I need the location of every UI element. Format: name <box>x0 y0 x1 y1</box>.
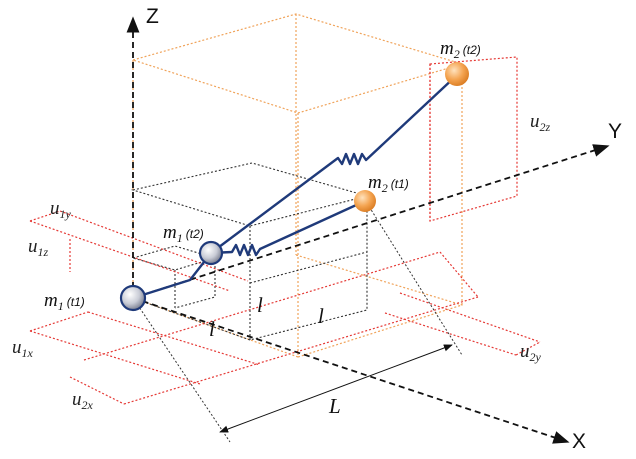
link-t2 <box>209 73 459 255</box>
label-m1-t2: m1(t2) <box>163 222 204 245</box>
coordinate-axes <box>126 16 610 444</box>
label-l-vertical: l <box>257 293 263 317</box>
label-u1y: u1y <box>50 198 72 221</box>
label-u1x: u1x <box>12 337 34 360</box>
label-l-depth: l <box>318 304 324 328</box>
label-m2-t2: m2(t2) <box>440 38 481 61</box>
spring-t1 <box>209 199 367 257</box>
mass-m2-t1 <box>354 190 376 212</box>
label-u2z: u2z <box>530 111 551 134</box>
link-t1 <box>131 251 213 300</box>
label-u1z: u1z <box>28 236 49 259</box>
x-axis <box>132 297 570 444</box>
label-m1-t1: m1(t1) <box>44 290 85 313</box>
x-axis-label: X <box>572 430 586 453</box>
label-l-front: l <box>209 317 215 341</box>
mass-m1-t1 <box>119 284 147 312</box>
mass-m2-t2 <box>445 62 469 86</box>
y-axis <box>132 144 610 299</box>
displacement-boxes <box>29 56 541 405</box>
projection-lines <box>132 199 463 443</box>
y-axis-label: Y <box>608 120 622 143</box>
length-L-dimension <box>219 344 453 433</box>
label-u2y: u2y <box>520 341 542 364</box>
z-axis-label: Z <box>146 5 159 28</box>
label-u2x: u2x <box>72 389 94 412</box>
label-L: L <box>328 394 341 418</box>
mass-m1-t2 <box>198 240 224 266</box>
label-m2-t1: m2(t1) <box>368 172 409 195</box>
